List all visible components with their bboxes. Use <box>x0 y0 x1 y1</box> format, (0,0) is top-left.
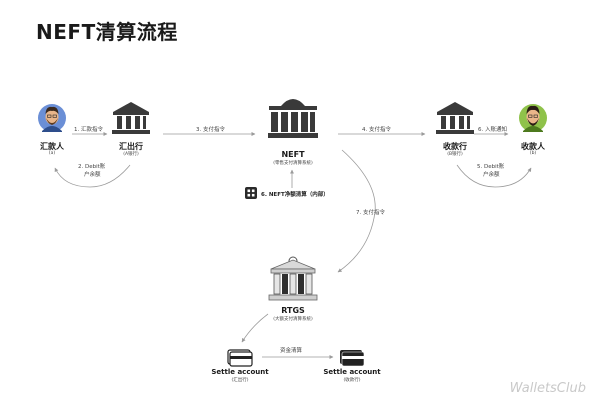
page-title: NEFT清算流程 <box>36 20 178 44</box>
settle-b-sublabel: (收款行) <box>343 378 361 383</box>
settle-card-b-icon <box>340 350 365 367</box>
step4-label: 4. 支付指令 <box>362 127 391 133</box>
arrow-step5 <box>456 164 532 188</box>
payee-avatar-icon <box>519 104 547 132</box>
neft-sublabel: (零售支付清算系统) <box>273 161 313 166</box>
step5-label-line1: 5. Debit账 <box>477 164 505 170</box>
watermark: WalletsClub <box>509 381 586 396</box>
step5-label-line2: 户余额 <box>483 172 500 178</box>
settle-a-sublabel: (汇出行) <box>231 378 249 383</box>
arrow-step2 <box>54 164 131 188</box>
step2-label-line2: 户余额 <box>84 172 101 178</box>
calculator-icon <box>245 187 257 199</box>
transfer-label: 资金清算 <box>280 348 303 354</box>
neft-system-icon <box>268 99 318 138</box>
payee-label: 收款人 <box>521 142 545 151</box>
arrow-step7 <box>337 149 376 273</box>
payer-bank-label: 汇出行 <box>119 142 143 151</box>
payee-sublabel: (b) <box>529 151 537 156</box>
neft-label: NEFT <box>281 150 305 159</box>
settle-a-label: Settle account <box>211 368 269 376</box>
step1-label: 1. 汇款指令 <box>74 127 103 133</box>
payer-label: 汇款人 <box>40 142 64 151</box>
rtgs-sublabel: (大额支付清算系统) <box>273 317 313 322</box>
payee-bank-icon <box>436 102 474 134</box>
neft-internal-label: 6. NEFT净额清算（内部） <box>261 192 329 198</box>
rtgs-icon <box>268 256 318 301</box>
step7-label: 7. 支付指令 <box>356 210 385 216</box>
step6-label: 6. 入账通知 <box>478 127 507 133</box>
arrow-rtgs-to-settle <box>241 313 269 343</box>
payer-bank-sublabel: (A银行) <box>123 152 139 157</box>
payer-bank-icon <box>112 102 150 134</box>
step2-label-line1: 2. Debit账 <box>78 164 106 170</box>
payee-bank-sublabel: (B银行) <box>447 152 463 157</box>
payer-sublabel: (a) <box>48 151 56 156</box>
rtgs-label: RTGS <box>281 306 305 315</box>
step3-label: 3. 支付指令 <box>196 127 225 133</box>
settle-card-a-icon <box>227 349 253 367</box>
payee-bank-label: 收款行 <box>443 142 467 151</box>
settle-b-label: Settle account <box>323 368 381 376</box>
payer-avatar-icon <box>38 104 66 132</box>
